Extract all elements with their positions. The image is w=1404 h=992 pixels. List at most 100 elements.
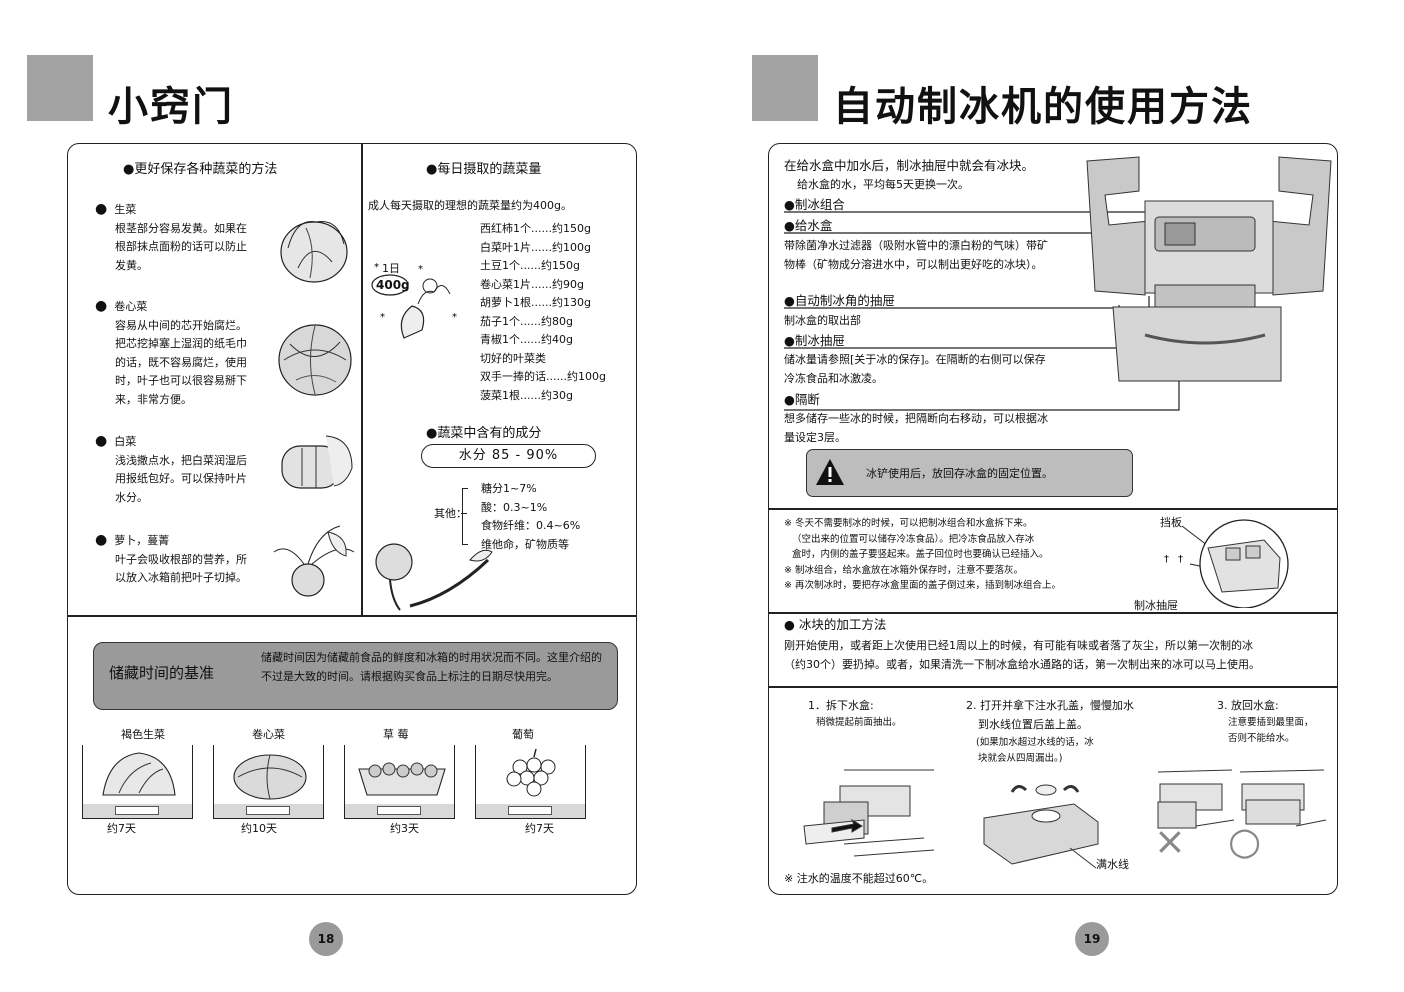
storage-box-strawberry	[344, 745, 455, 819]
others-list: 糖分1~7% 酸：0.3~1% 食物纤维：0.4~6% 维他命，矿物质等	[481, 480, 580, 554]
daily-list-item: 青椒1个......约40g	[480, 333, 573, 346]
daily-list-item: 胡萝卜1根......约130g	[480, 296, 591, 309]
fridge-illustration	[1085, 155, 1333, 385]
warning-icon	[814, 457, 846, 487]
part-desc-line: 储冰量请参照[关于冰的保存]。在隔断的右侧可以保存	[784, 353, 1046, 366]
step-2-illustration	[978, 778, 1108, 870]
others-bracket	[462, 488, 468, 545]
part-desc-line: 量设定3层。	[784, 431, 846, 444]
right-divider-1	[769, 508, 1337, 510]
note-line: ※ 制冰组合，给水盒放在冰箱外保存时，注意不要落灰。	[784, 564, 1023, 576]
processing-desc: 刚开始使用，或者距上次使用已经1周以上的时候，有可能有味或者落了灰尘，所以第一次…	[784, 636, 1260, 674]
storage-item-name: 葡萄	[512, 728, 534, 741]
daily-list-item: 菠菜1根......约30g	[480, 388, 573, 402]
part-desc-line: 物棒（矿物成分溶进水中，可以制出更好吃的冰块）。	[784, 258, 1043, 271]
daily-list-item: 双手一捧的话......约100g	[480, 370, 606, 383]
storage-item-name: 草 莓	[383, 728, 409, 741]
drawer-label: 制冰抽屉	[1134, 599, 1178, 612]
part-desc-line: 冷冻食品和冰激凌。	[784, 372, 883, 385]
right-page-title: 自动制冰机的使用方法	[833, 84, 1253, 130]
daily-intro: 成人每天摄取的理想的蔬菜量约为400g。	[368, 199, 572, 212]
storage-item-time: 约7天	[525, 822, 554, 835]
part-ice-assembly: ●制冰组合	[784, 197, 845, 212]
radish-illustration	[268, 522, 358, 602]
footnote: ※ 注水的温度不能超过60℃。	[784, 872, 934, 885]
part-desc-line: 想多储存一些冰的时候，把隔断向右移动，可以根据冰	[784, 412, 1048, 425]
svg-text:*: *	[380, 312, 385, 323]
storage-item-time: 约10天	[241, 822, 277, 835]
part-water-tank: ●给水盒	[784, 218, 833, 233]
veg-item-desc-line: 以放入冰箱前把叶子切掉。	[115, 571, 247, 584]
note-line: 盒时，内侧的盖子要竖起来。盖子回位时也要确认已经插入。	[792, 549, 1049, 560]
note-line: （空出来的位置可以储存冷冻食品）。把冷冻食品放入存冰	[792, 533, 1035, 545]
right-mark-icon: ○	[1228, 819, 1262, 863]
veg-item-desc-line: 来，非常方便。	[115, 392, 192, 406]
others-item: 酸：0.3~1%	[481, 500, 548, 514]
icemaker-intro-1: 在给水盒中加水后，制冰抽屉中就会有冰块。	[784, 158, 1035, 173]
daily-header: ●每日摄取的蔬菜量	[426, 162, 542, 177]
veg-item-name: 萝卜，蔓菁	[114, 534, 170, 547]
veg-item-name: 卷心菜	[114, 300, 148, 313]
wrong-mark-icon: ×	[1154, 819, 1186, 863]
veg-item-radish: ● 萝卜，蔓菁 叶子会吸收根部的营养，所 以放入冰箱前把叶子切掉。	[95, 531, 280, 588]
storage-box-lettuce	[82, 745, 193, 819]
water-content-pill: 水分 85 - 90%	[421, 444, 596, 468]
step-3-title: 3. 放回水盒:	[1217, 699, 1279, 712]
storage-label: 储藏时间的基准	[109, 664, 215, 682]
storage-desc: 储藏时间因为储藏前食品的鲜度和冰箱的时用状况而不同。这里介绍的不过是大致的时间。…	[261, 651, 602, 683]
daily-list-item: 卷心菜1片......约90g	[480, 277, 584, 291]
notes: ※ 冬天不需要制冰的时候，可以把制冰组合和水盒拆下来。 （空出来的位置可以储存冷…	[784, 516, 1144, 594]
storage-box-grape	[475, 745, 586, 819]
storage-box-cabbage	[213, 745, 324, 819]
water-content-text: 水分 85 - 90%	[458, 448, 559, 463]
daily-list-item: 白菜叶1片......约100g	[480, 240, 591, 254]
svg-text:†: †	[1178, 554, 1183, 565]
right-divider-2	[769, 612, 1337, 614]
warning-text: 冰铲使用后，放回存冰盒的固定位置。	[866, 467, 1053, 480]
storage-item-name: 卷心菜	[252, 728, 285, 741]
left-panel	[67, 143, 637, 895]
left-title-block	[27, 55, 93, 121]
step-1-illustration	[784, 768, 939, 860]
svg-text:†: †	[1164, 554, 1169, 565]
right-title-block	[752, 55, 818, 121]
part-desc-line: 制冰盒的取出部	[784, 314, 861, 327]
warning-box	[806, 449, 1133, 497]
right-panel	[768, 143, 1338, 895]
veg-item-name: 白菜	[114, 435, 137, 448]
right-page-number: 19	[1075, 922, 1109, 956]
veg-item-name: ● 生菜	[95, 201, 137, 217]
svg-text:*: *	[374, 262, 379, 273]
step-3-illustration-right	[1236, 768, 1328, 838]
daily-list-item: 西红柿1个......约150g	[480, 222, 591, 235]
baffle-label: 挡板	[1160, 516, 1182, 529]
processing-line: 刚开始使用，或者距上次使用已经1周以上的时候，有可能有味或者落了灰尘，所以第一次…	[784, 639, 1253, 652]
daily-list: 西红柿1个......约150g 白菜叶1片......约100g 土豆1个..…	[480, 220, 606, 405]
part-partition: ●隔断	[784, 392, 820, 407]
step-2-desc-2: (如果加水超过水线的话，冰	[976, 737, 1094, 748]
part-ice-tray-drawer: ●自动制冰角的抽屉	[784, 293, 895, 308]
icemaker-intro-2: 给水盒的水，平均每5天更换一次。	[797, 178, 969, 191]
storage-item-name: 褐色生菜	[121, 728, 165, 741]
veg-item-desc-line: 的话，既不容易腐烂，使用	[115, 355, 247, 369]
veg-item-lettuce: ● 生菜 根茎部分容易发黄。如果在 根部抹点面粉的话可以防止 发黄。	[95, 200, 280, 275]
daily-list-item: 土豆1个......约150g	[480, 259, 580, 272]
others-item: 糖分1~7%	[481, 482, 537, 495]
veg-item-desc-line: 水分。	[115, 490, 148, 504]
daily-list-item: 茄子1个......约80g	[480, 314, 573, 328]
step-3-desc-2: 否则不能给水。	[1228, 733, 1295, 744]
veg-item-desc-line: 浅浅撒点水，把白菜润湿后	[115, 453, 247, 467]
cabbage-illustration	[276, 320, 354, 398]
water-line-label: 满水线	[1096, 858, 1129, 871]
veg-item-desc-line: 用报纸包好。可以保持叶片	[115, 472, 247, 485]
veg-item-desc-line: 容易从中间的芯开始腐烂。	[115, 318, 247, 332]
vegetables-illustration	[370, 540, 494, 614]
veg-method-header: ●更好保存各种蔬菜的方法	[123, 162, 278, 177]
svg-text:*: *	[452, 312, 457, 323]
others-item: 维他命，矿物质等	[481, 537, 569, 551]
step-1-desc: 稍微提起前面抽出。	[816, 717, 902, 728]
part-desc-line: 带除菌净水过滤器（吸附水管中的漂白粉的气味）带矿	[784, 239, 1048, 252]
step-2-desc-3: 块就会从四周漏出。)	[978, 753, 1063, 764]
veg-item-chinese-cabbage: ● 白菜 浅浅撒点水，把白菜润湿后 用报纸包好。可以保持叶片 水分。	[95, 432, 280, 507]
left-page-title: 小窍门	[108, 84, 234, 130]
